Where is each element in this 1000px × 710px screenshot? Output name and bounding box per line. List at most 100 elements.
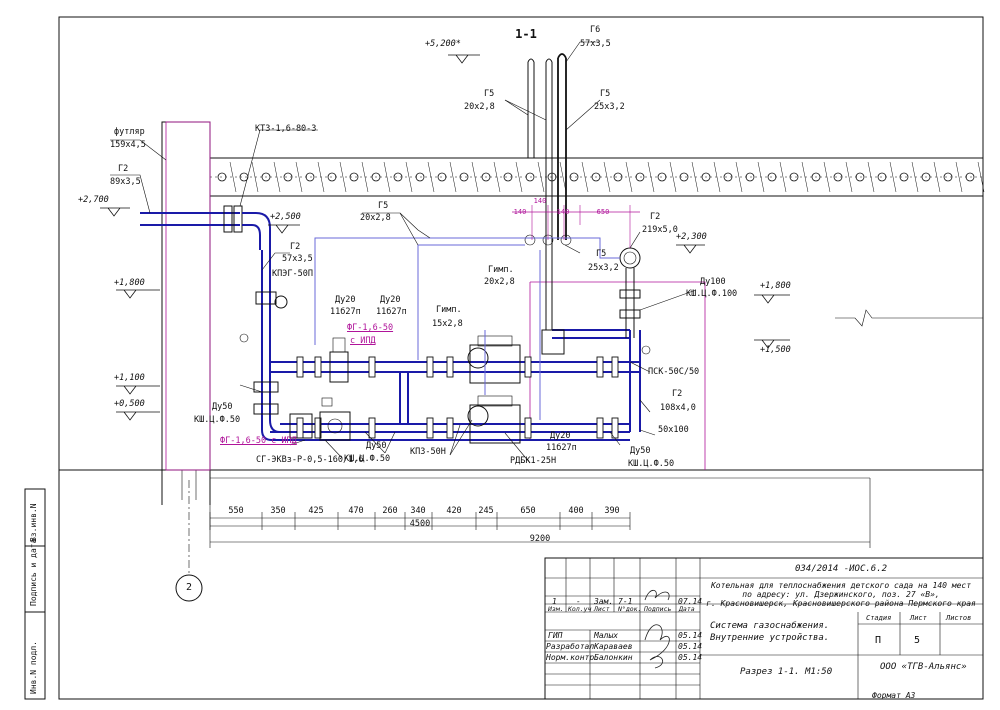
soil-hatch-line: [757, 161, 765, 193]
soil-hatch-circle: [591, 172, 601, 182]
soil-layer: [209, 157, 985, 197]
pipe-flange: [446, 356, 454, 378]
elevation-mark: [268, 224, 300, 234]
soil-hatch-circle: [657, 172, 667, 182]
sheet-frame: [58, 16, 984, 700]
soil-hatch-circle: [459, 172, 469, 182]
soil-hatch-line: [317, 161, 325, 193]
soil-hatch-circle: [745, 172, 755, 182]
soil-hatch-circle: [327, 172, 337, 182]
soil-hatch-line: [823, 161, 831, 193]
pipe-flange: [314, 417, 322, 439]
soil-hatch-circle: [921, 172, 931, 182]
soil-hatch-circle: [569, 172, 579, 182]
soil-hatch-line: [977, 161, 985, 193]
soil-hatch-line: [603, 161, 611, 193]
soil-hatch-line: [625, 161, 633, 193]
soil-hatch-circle: [789, 172, 799, 182]
soil-hatch-line: [647, 161, 655, 193]
upper-line: [270, 329, 641, 432]
soil-hatch-circle: [437, 172, 447, 182]
soil-hatch-line: [383, 161, 391, 193]
soil-hatch-line: [449, 161, 457, 193]
soil-hatch-line: [361, 161, 369, 193]
soil-hatch-circle: [503, 172, 513, 182]
elevation-mark: [754, 294, 790, 304]
soil-hatch-circle: [965, 172, 975, 182]
pipe-flange: [426, 356, 434, 378]
soil-hatch-circle: [217, 172, 227, 182]
soil-hatch-circle: [899, 172, 909, 182]
soil-hatch-circle: [261, 172, 271, 182]
soil-hatch-line: [493, 161, 501, 193]
wall-column: [161, 121, 211, 574]
soil-hatch-circle: [767, 172, 777, 182]
soil-hatch-circle: [679, 172, 689, 182]
soil-hatch-circle: [349, 172, 359, 182]
pipe-flange: [596, 417, 604, 439]
soil-hatch-circle: [481, 172, 491, 182]
soil-hatch-circle: [943, 172, 953, 182]
pipe-flange: [368, 417, 376, 439]
soil-hatch-line: [669, 161, 677, 193]
soil-hatch-line: [779, 161, 787, 193]
soil-hatch-line: [801, 161, 809, 193]
soil-hatch-circle: [723, 172, 733, 182]
pipe-flange: [368, 356, 376, 378]
elevation-mark: [116, 289, 160, 299]
pipe-flange: [611, 417, 619, 439]
soil-hatch-line: [295, 161, 303, 193]
title-block-grid: [544, 557, 984, 700]
main-riser: [253, 250, 630, 441]
pipe-flange: [596, 356, 604, 378]
soil-hatch-line: [229, 161, 237, 193]
floor-slab: [59, 469, 983, 479]
break-line: [835, 309, 983, 327]
soil-hatch-line: [955, 161, 963, 193]
soil-hatch-circle: [305, 172, 315, 182]
soil-hatch-circle: [239, 172, 249, 182]
equipment: [239, 247, 651, 444]
soil-hatch-line: [735, 161, 743, 193]
soil-hatch-circle: [283, 172, 293, 182]
soil-hatch-circle: [833, 172, 843, 182]
side-stamp: [24, 488, 46, 700]
soil-hatch-line: [845, 161, 853, 193]
flanges: [296, 356, 619, 439]
soil-hatch-circle: [371, 172, 381, 182]
elevation-mark: [116, 411, 160, 421]
pipe-flange: [524, 356, 532, 378]
soil-hatch-circle: [855, 172, 865, 182]
leader-lines: [110, 41, 697, 464]
soil-hatch-line: [933, 161, 941, 193]
soil-hatch-line: [559, 161, 567, 193]
soil-hatch-line: [515, 161, 523, 193]
soil-hatch-line: [537, 161, 545, 193]
elevation-marks: [100, 54, 790, 421]
soil-hatch-circle: [701, 172, 711, 182]
soil-hatch-line: [405, 161, 413, 193]
soil-hatch-circle: [877, 172, 887, 182]
soil-hatch-line: [889, 161, 897, 193]
pipe-flange: [296, 356, 304, 378]
soil-hatch-circle: [393, 172, 403, 182]
soil-hatch-line: [581, 161, 589, 193]
soil-hatch-circle: [415, 172, 425, 182]
dimension-top: [512, 205, 640, 248]
pipe-flange: [296, 417, 304, 439]
elevation-mark: [100, 207, 130, 217]
pipe-flange: [426, 417, 434, 439]
pipe-flange: [611, 356, 619, 378]
axis-bubble: [175, 574, 203, 602]
soil-hatch-line: [251, 161, 259, 193]
pipe-flange: [446, 417, 454, 439]
inlet-pipe: [140, 205, 271, 250]
soil-hatch-line: [339, 161, 347, 193]
soil-hatch-line: [713, 161, 721, 193]
soil-hatch-circle: [525, 172, 535, 182]
soil-hatch-line: [911, 161, 919, 193]
elevation-mark: [754, 339, 790, 349]
elevation-mark: [448, 54, 480, 64]
